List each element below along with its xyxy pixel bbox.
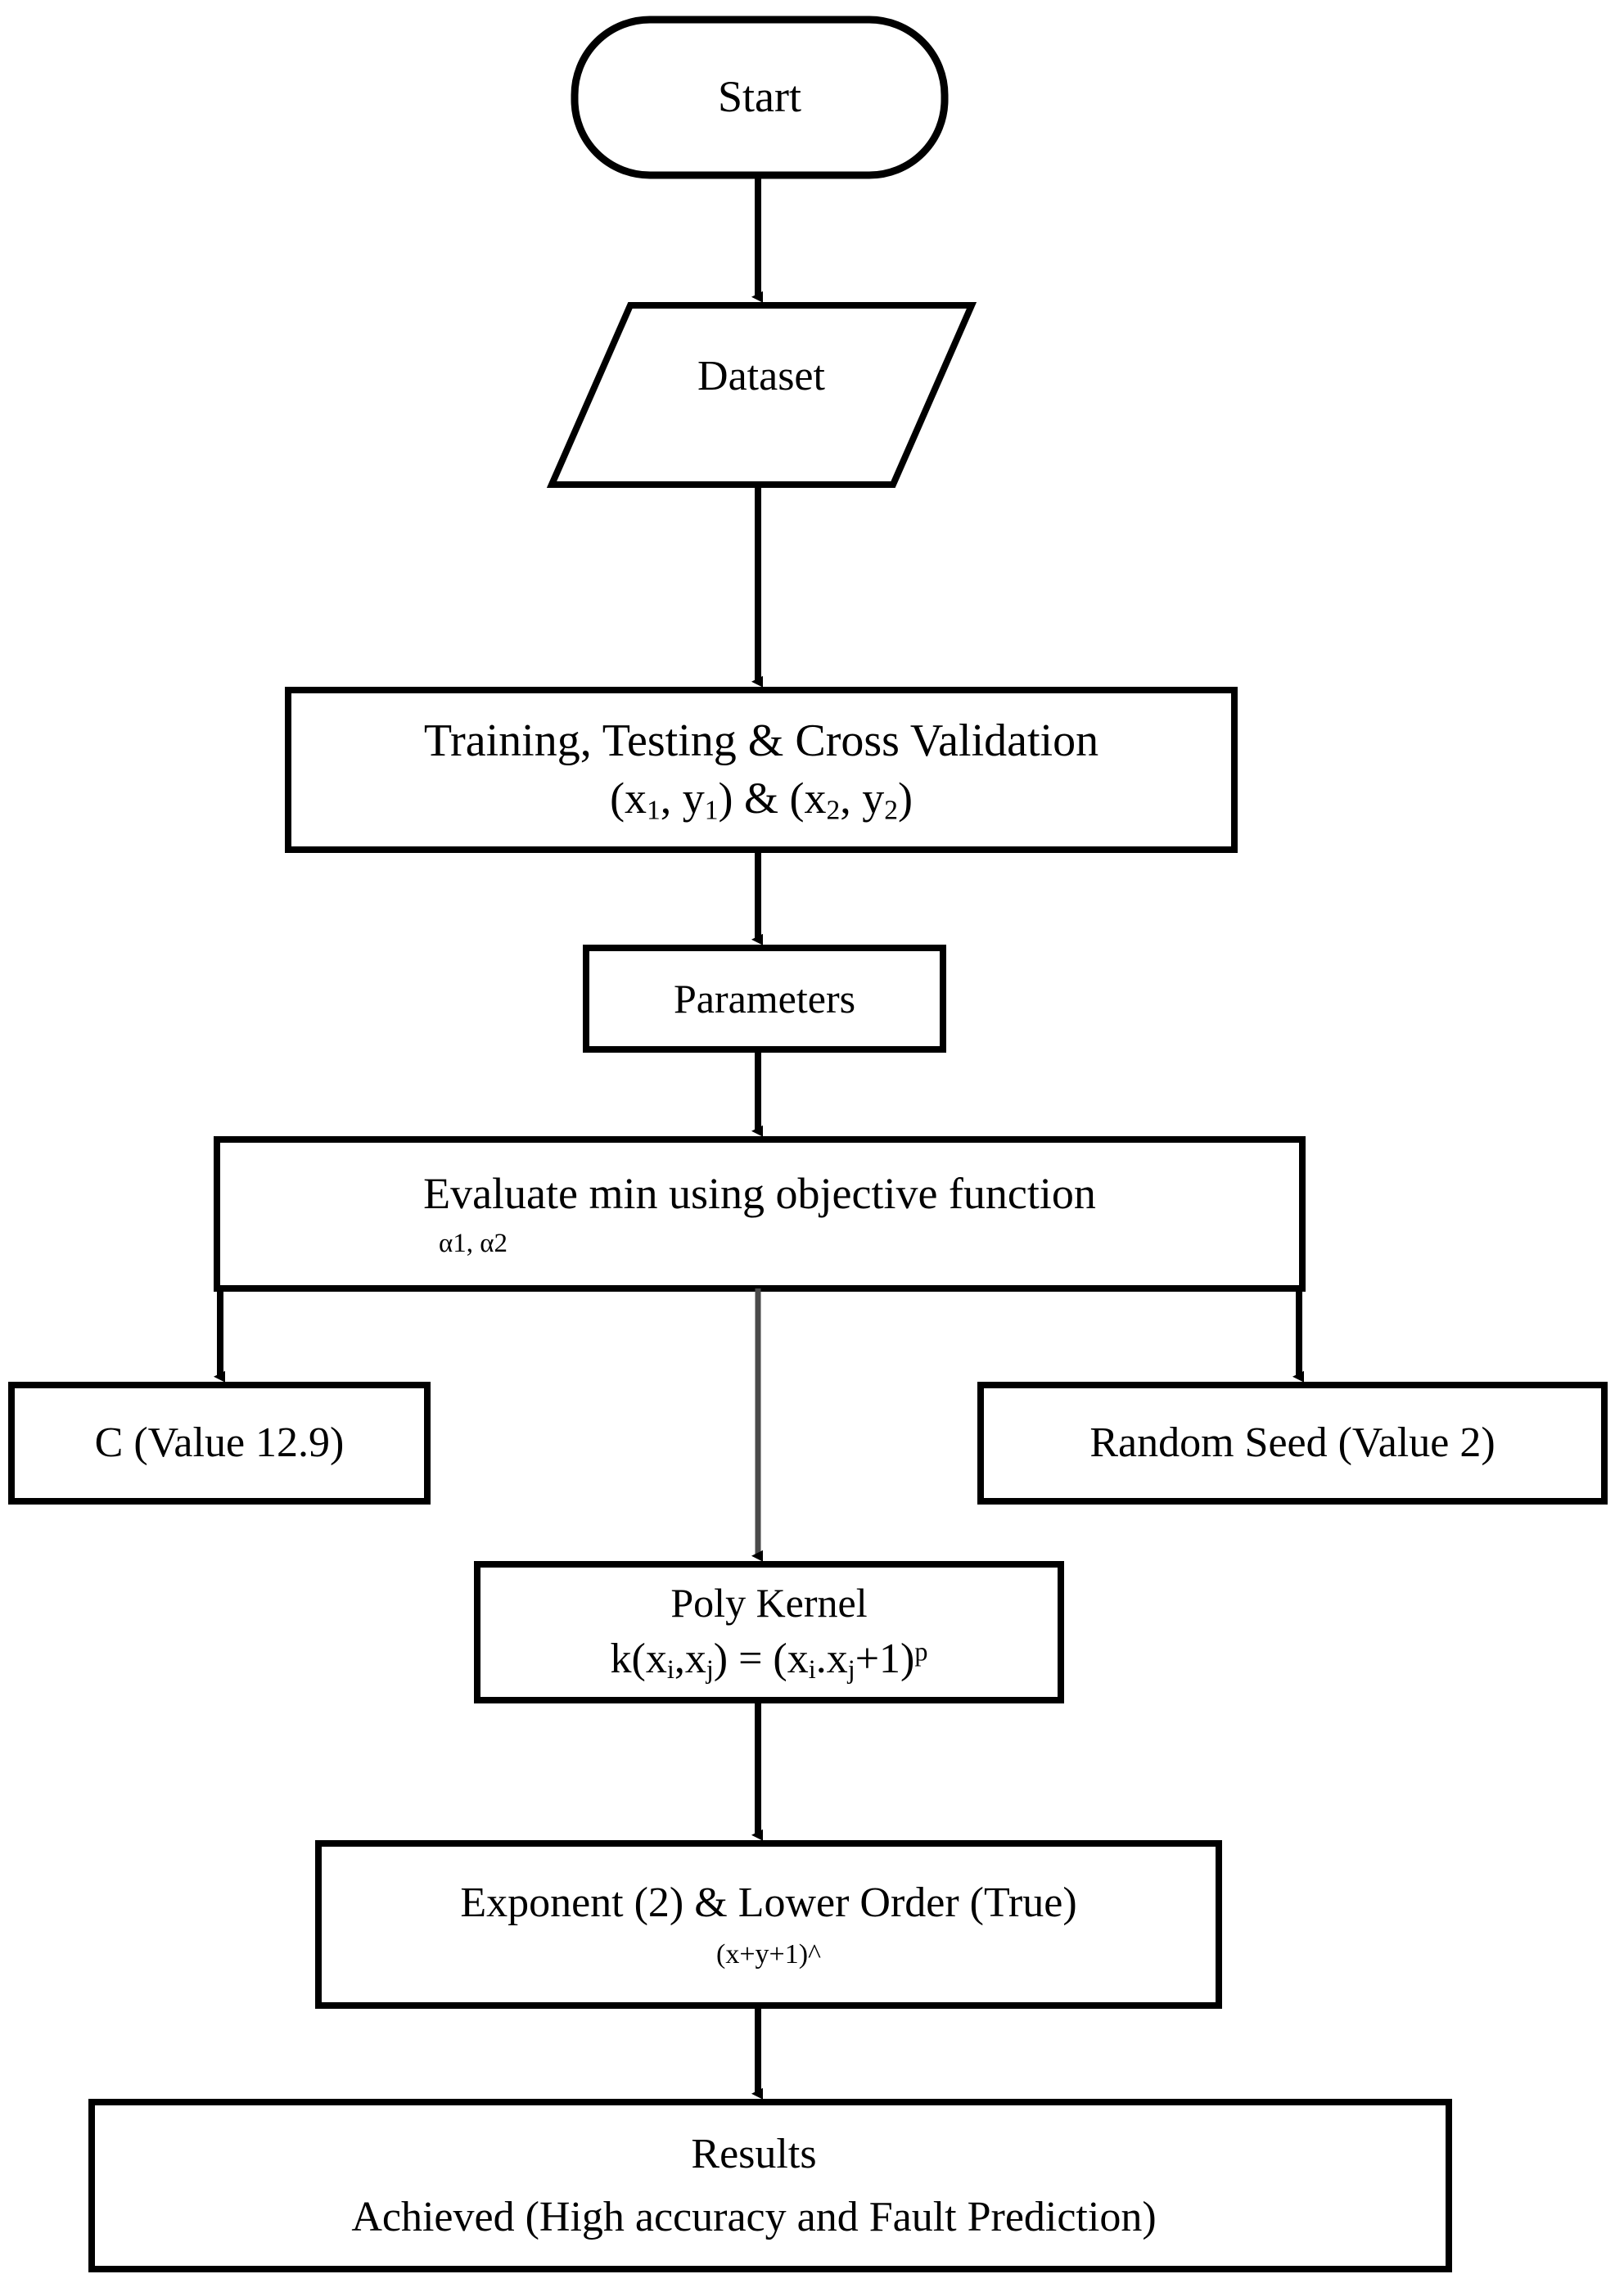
node-poly-kernel-shape: [474, 1561, 1064, 1703]
node-training-shape: [285, 687, 1238, 853]
node-dataset-shape: [546, 302, 977, 488]
node-random-seed-shape: [977, 1382, 1608, 1505]
node-start-shape: [571, 16, 949, 179]
node-results-shape: [88, 2099, 1452, 2272]
node-objective-shape: [214, 1136, 1306, 1292]
node-c-value-shape: [8, 1382, 431, 1505]
node-parameters-shape: [583, 945, 946, 1053]
node-exponent-shape: [315, 1840, 1222, 2009]
